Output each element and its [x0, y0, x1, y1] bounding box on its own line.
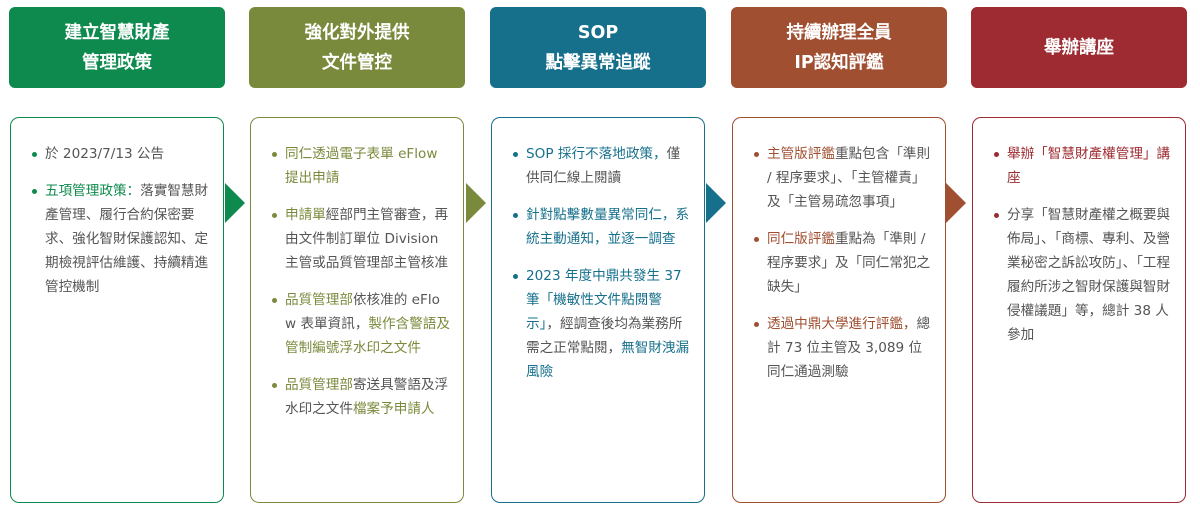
- step-header: 舉辦講座: [971, 7, 1187, 88]
- highlight-text: SOP 採行不落地政策，: [526, 146, 667, 162]
- bullet-dot-icon: [272, 298, 277, 303]
- bullet-dot-icon: [754, 152, 759, 157]
- header-line: 管理政策: [82, 52, 152, 73]
- highlight-text: 針對點擊數量異常同仁，系統主動通知，並逐一調查: [526, 207, 690, 247]
- body-text: 經部門主管審查，再由文件制訂單位 Division 主管或品質管理部主管核准: [285, 207, 449, 271]
- body-text: 依核准的 eFlow 表單資訊，: [285, 292, 440, 332]
- highlight-text: 主管版評鑑: [767, 146, 835, 162]
- bullet-item: 於 2023/7/13 公告: [29, 142, 211, 166]
- bullet-item: 品質管理部依核准的 eFlow 表單資訊，製作含警語及管制編號浮水印之文件: [269, 288, 451, 360]
- body-text: 分享「智慧財產權之概要與佈局」、「商標、專利、及營業秘密之訴訟攻防」、「工程履約…: [1007, 207, 1171, 343]
- highlight-text: 無智財洩漏風險: [526, 340, 690, 380]
- bullet-dot-icon: [754, 322, 759, 327]
- body-text: 僅供同仁線上閱讀: [526, 146, 681, 186]
- step-header: 持續辦理全員 IP認知評鑑: [731, 7, 947, 88]
- bullet-text: 同仁透過電子表單 eFlow 提出申請: [285, 146, 437, 186]
- bullet-dot-icon: [272, 213, 277, 218]
- body-text: 寄送具警語及浮水印之文件: [285, 377, 449, 417]
- bullet-dot-icon: [513, 274, 518, 279]
- bullet-dot-icon: [513, 152, 518, 157]
- bullet-item: 分享「智慧財產權之概要與佈局」、「商標、專利、及營業秘密之訴訟攻防」、「工程履約…: [991, 203, 1173, 347]
- arrow-right-icon: [225, 183, 245, 223]
- body-text: 重點包含「準則 / 程序要求」、「主管權責」及「主管易疏忽事項」: [767, 146, 931, 210]
- bullet-dot-icon: [513, 213, 518, 218]
- column-ip-policy: 建立智慧財產 管理政策 於 2023/7/13 公告五項管理政策：落實智慧財產管…: [9, 0, 225, 508]
- highlight-text: 五項管理政策：: [45, 183, 141, 199]
- step-panel: 主管版評鑑重點包含「準則 / 程序要求」、「主管權責」及「主管易疏忽事項」同仁版…: [732, 117, 946, 503]
- bullet-item: 申請單經部門主管審查，再由文件制訂單位 Division 主管或品質管理部主管核…: [269, 203, 451, 275]
- bullet-text: 分享「智慧財產權之概要與佈局」、「商標、專利、及營業秘密之訴訟攻防」、「工程履約…: [1007, 207, 1170, 343]
- column-document-control: 強化對外提供 文件管控 同仁透過電子表單 eFlow 提出申請申請單經部門主管審…: [249, 0, 465, 508]
- bullet-item: SOP 採行不落地政策，僅供同仁線上閱讀: [510, 142, 692, 190]
- header-line: 建立智慧財產: [64, 22, 170, 43]
- bullet-item: 舉辦「智慧財產權管理」講座: [991, 142, 1173, 190]
- header-line: SOP: [577, 22, 619, 43]
- bullet-text: 2023 年度中鼎共發生 37 筆「機敏性文件點閱警示」，經調查後均為業務所需之…: [526, 268, 689, 380]
- bullet-dot-icon: [994, 152, 999, 157]
- header-line: 強化對外提供: [304, 22, 410, 43]
- highlight-text: 申請單: [285, 207, 326, 223]
- highlight-text: 2023 年度中鼎共發生 37 筆「機敏性文件點閱警示」: [526, 268, 682, 332]
- arrow-right-icon: [946, 183, 966, 223]
- bullet-item: 同仁版評鑑重點為「準則 / 程序要求」及「同仁常犯之缺失」: [751, 227, 933, 299]
- bullet-text: SOP 採行不落地政策，僅供同仁線上閱讀: [526, 146, 680, 186]
- bullet-text: 主管版評鑑重點包含「準則 / 程序要求」、「主管權責」及「主管易疏忽事項」: [767, 146, 930, 210]
- bullet-dot-icon: [994, 213, 999, 218]
- highlight-text: 同仁透過電子表單 eFlow 提出申請: [285, 146, 438, 186]
- bullet-item: 主管版評鑑重點包含「準則 / 程序要求」、「主管權責」及「主管易疏忽事項」: [751, 142, 933, 214]
- arrow-right-icon: [706, 183, 726, 223]
- arrow-right-icon: [466, 183, 486, 223]
- body-text: 落實智慧財產管理、履行合約保密要求、強化智財保護認知、定期檢視評估維護、持續精進…: [45, 183, 209, 295]
- bullet-item: 品質管理部寄送具警語及浮水印之文件檔案予申請人: [269, 373, 451, 421]
- column-ip-assessment: 持續辦理全員 IP認知評鑑 主管版評鑑重點包含「準則 / 程序要求」、「主管權責…: [731, 0, 947, 508]
- header-line: 文件管控: [322, 52, 392, 73]
- step-header: SOP 點擊異常追蹤: [490, 7, 706, 88]
- step-header: 建立智慧財產 管理政策: [9, 7, 225, 88]
- bullet-item: 透過中鼎大學進行評鑑，總計 73 位主管及 3,089 位同仁通過測驗: [751, 312, 933, 384]
- bullet-text: 針對點擊數量異常同仁，系統主動通知，並逐一調查: [526, 207, 689, 247]
- bullet-dot-icon: [32, 152, 37, 157]
- step-header: 強化對外提供 文件管控: [249, 7, 465, 88]
- body-text: 重點為「準則 / 程序要求」及「同仁常犯之缺失」: [767, 231, 931, 295]
- step-panel: 舉辦「智慧財產權管理」講座分享「智慧財產權之概要與佈局」、「商標、專利、及營業秘…: [972, 117, 1186, 503]
- bullet-text: 申請單經部門主管審查，再由文件制訂單位 Division 主管或品質管理部主管核…: [285, 207, 448, 271]
- bullet-text: 品質管理部寄送具警語及浮水印之文件檔案予申請人: [285, 377, 448, 417]
- bullet-text: 五項管理政策：落實智慧財產管理、履行合約保密要求、強化智財保護認知、定期檢視評估…: [45, 183, 208, 295]
- bullet-text: 於 2023/7/13 公告: [45, 146, 164, 162]
- step-panel: SOP 採行不落地政策，僅供同仁線上閱讀針對點擊數量異常同仁，系統主動通知，並逐…: [491, 117, 705, 503]
- bullet-text: 透過中鼎大學進行評鑑，總計 73 位主管及 3,089 位同仁通過測驗: [767, 316, 930, 380]
- bullet-text: 品質管理部依核准的 eFlow 表單資訊，製作含警語及管制編號浮水印之文件: [285, 292, 450, 356]
- bullet-item: 針對點擊數量異常同仁，系統主動通知，並逐一調查: [510, 203, 692, 251]
- body-text: 於 2023/7/13 公告: [45, 146, 165, 162]
- bullet-item: 2023 年度中鼎共發生 37 筆「機敏性文件點閱警示」，經調查後均為業務所需之…: [510, 264, 692, 384]
- bullet-dot-icon: [32, 189, 37, 194]
- step-panel: 於 2023/7/13 公告五項管理政策：落實智慧財產管理、履行合約保密要求、強…: [10, 117, 224, 503]
- bullet-text: 舉辦「智慧財產權管理」講座: [1007, 146, 1170, 186]
- column-lectures: 舉辦講座 舉辦「智慧財產權管理」講座分享「智慧財產權之概要與佈局」、「商標、專利…: [971, 0, 1187, 508]
- header-line: IP認知評鑑: [794, 52, 884, 73]
- highlight-text: 舉辦「智慧財產權管理」講座: [1007, 146, 1171, 186]
- highlight-text: 同仁版評鑑: [767, 231, 835, 247]
- highlight-text: 品質管理部: [285, 377, 353, 393]
- header-line: 舉辦講座: [1044, 37, 1114, 58]
- bullet-dot-icon: [754, 237, 759, 242]
- highlight-text: 檔案予申請人: [352, 401, 435, 417]
- highlight-text: 透過中鼎大學進行評鑑，: [767, 316, 917, 332]
- header-line: 點擊異常追蹤: [545, 52, 651, 73]
- bullet-dot-icon: [272, 383, 277, 388]
- column-sop-tracking: SOP 點擊異常追蹤 SOP 採行不落地政策，僅供同仁線上閱讀針對點擊數量異常同…: [490, 0, 706, 508]
- header-line: 持續辦理全員: [786, 22, 892, 43]
- step-panel: 同仁透過電子表單 eFlow 提出申請申請單經部門主管審查，再由文件制訂單位 D…: [250, 117, 464, 503]
- highlight-text: 品質管理部: [285, 292, 353, 308]
- bullet-item: 同仁透過電子表單 eFlow 提出申請: [269, 142, 451, 190]
- bullet-item: 五項管理政策：落實智慧財產管理、履行合約保密要求、強化智財保護認知、定期檢視評估…: [29, 179, 211, 299]
- bullet-dot-icon: [272, 152, 277, 157]
- body-text: 總計 73 位主管及 3,089 位同仁通過測驗: [767, 316, 931, 380]
- highlight-text: 製作含警語及管制編號浮水印之文件: [285, 316, 450, 356]
- body-text: ，經調查後均為業務所需之正常點閱，: [526, 316, 683, 356]
- bullet-text: 同仁版評鑑重點為「準則 / 程序要求」及「同仁常犯之缺失」: [767, 231, 930, 295]
